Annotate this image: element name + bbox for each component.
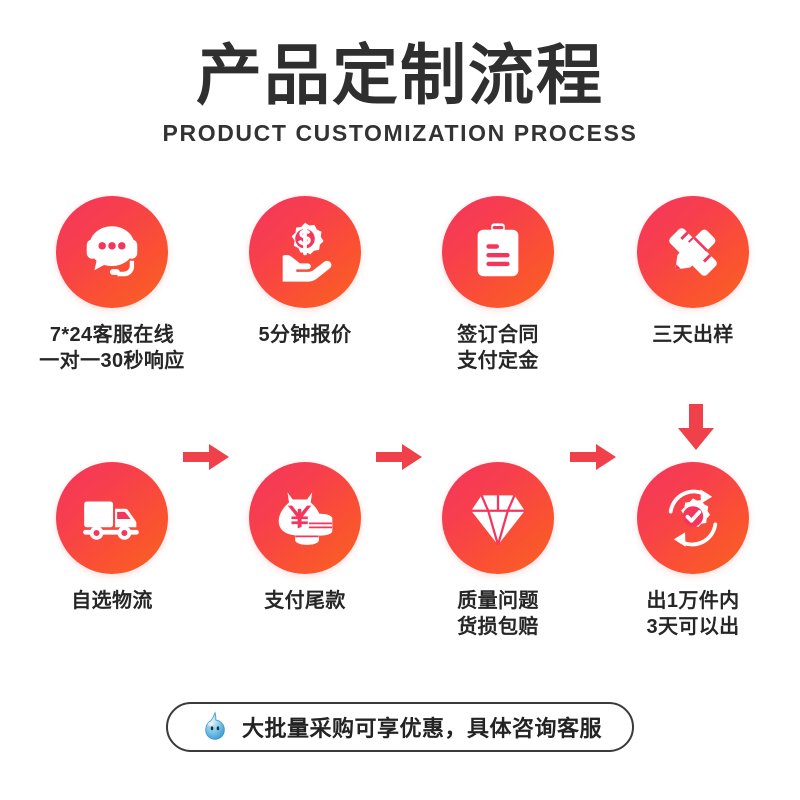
page-subtitle: PRODUCT CUSTOMIZATION PROCESS xyxy=(162,120,638,146)
flow-step-5[interactable]: 自选物流 xyxy=(27,462,197,614)
flow-step-1[interactable]: 7*24客服在线 一对一30秒响应 xyxy=(27,196,197,375)
arrow-right-icon xyxy=(183,444,229,470)
gear-check-refresh-icon xyxy=(668,489,718,547)
flow-step-3[interactable]: 签订合同 支付定金 xyxy=(413,196,583,375)
promo-banner-text: 大批量采购可享优惠，具体咨询客服 xyxy=(241,716,602,741)
promo-banner[interactable]: 大批量采购可享优惠，具体咨询客服 xyxy=(166,702,634,752)
money-bag-coins-icon xyxy=(278,492,333,545)
arrow-down-icon xyxy=(678,404,714,450)
page-title: 产品定制流程 xyxy=(196,38,604,112)
flow-step-6-label: 支付尾款 xyxy=(264,590,346,612)
flow-step-7-label: 质量问题 货损包赔 xyxy=(457,590,539,639)
clipboard-contract-icon xyxy=(477,223,519,277)
gear-dollar-hand-icon xyxy=(282,222,332,282)
flow-arrow-right-3 xyxy=(570,442,616,472)
pencil-ruler-icon xyxy=(669,228,717,276)
flow-arrow-down-connector xyxy=(676,404,716,450)
flow-step-5-circle xyxy=(56,462,168,574)
flow-step-8[interactable]: 出1万件内 3天可以出 xyxy=(608,462,778,641)
flow-step-4-circle xyxy=(637,196,749,308)
flow-arrow-right-2 xyxy=(376,442,422,472)
headset-chat-icon xyxy=(86,226,138,277)
flow-step-7[interactable]: 质量问题 货损包赔 xyxy=(413,462,583,641)
flow-step-3-label: 签订合同 支付定金 xyxy=(457,324,539,373)
flow-step-2-label: 5分钟报价 xyxy=(258,324,352,346)
water-drop-mascot-icon xyxy=(198,710,232,744)
flow-step-1-circle xyxy=(56,196,168,308)
flow-step-4[interactable]: 三天出样 xyxy=(608,196,778,348)
flow-step-3-circle xyxy=(442,196,554,308)
flow-step-6-circle xyxy=(249,462,361,574)
flow-step-8-circle xyxy=(637,462,749,574)
flow-arrow-right-1 xyxy=(183,442,229,472)
flow-row-1: 7*24客服在线 一对一30秒响应 5分钟报价 xyxy=(0,196,800,470)
flow-row-2: 自选物流 xyxy=(0,462,800,736)
flow-step-6[interactable]: 支付尾款 xyxy=(220,462,390,614)
flow-step-7-circle xyxy=(442,462,554,574)
arrow-right-icon xyxy=(570,444,616,470)
delivery-truck-icon xyxy=(83,501,139,540)
arrow-right-icon xyxy=(376,444,422,470)
diamond-icon xyxy=(471,494,525,546)
flow-step-1-label: 7*24客服在线 一对一30秒响应 xyxy=(39,324,185,373)
flow-step-5-label: 自选物流 xyxy=(71,590,153,612)
flow-step-8-label: 出1万件内 3天可以出 xyxy=(646,590,740,639)
flow-step-2-circle xyxy=(249,196,361,308)
flow-step-2[interactable]: 5分钟报价 xyxy=(220,196,390,348)
flow-step-4-label: 三天出样 xyxy=(652,324,734,346)
page-header: 产品定制流程 PRODUCT CUSTOMIZATION PROCESS xyxy=(0,42,800,147)
